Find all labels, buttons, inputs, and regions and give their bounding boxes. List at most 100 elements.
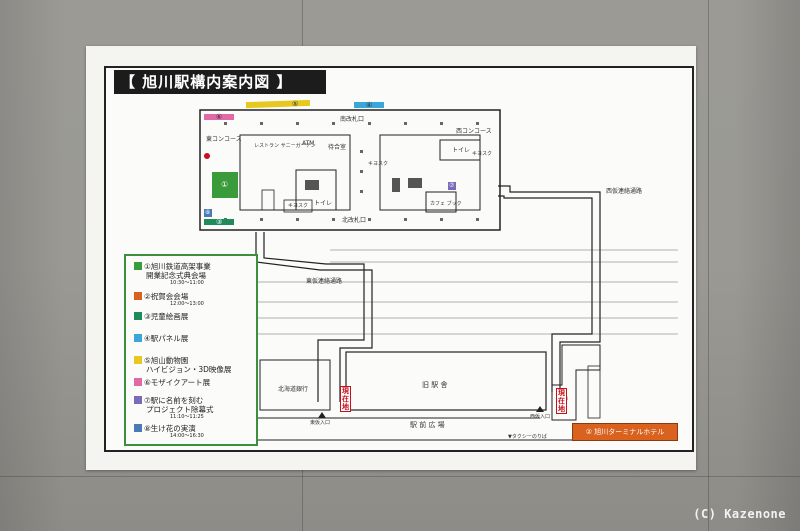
legend-label: ⑤旭山動物園: [144, 356, 189, 365]
east-passage-path: [255, 232, 373, 402]
escalator: [408, 178, 422, 188]
you-are-here-marker-1: 現在地: [340, 386, 351, 412]
label-waiting: 待合室: [328, 144, 347, 151]
legend-swatch: [134, 424, 142, 432]
marker-3: ③: [216, 218, 223, 226]
exhibit-area-8: [204, 209, 212, 217]
marker-5: ⑤: [292, 100, 299, 108]
label-station-plaza: 駅 前 広 場: [410, 421, 445, 429]
label-north-gate: 北改札口: [342, 217, 367, 224]
exhibit-area-6: [204, 114, 234, 120]
label-kiosk-1: キヨスク: [288, 203, 309, 209]
legend-label: ①旭川鉄道高架事業: [144, 262, 211, 271]
kiosk-room: [261, 189, 275, 211]
wall-seam-vertical-left: [302, 0, 303, 46]
legend-item: ④駅パネル展: [134, 334, 188, 343]
passages: [255, 185, 601, 402]
escalator: [305, 180, 319, 190]
legend-label: ⑥モザイクアート展: [144, 378, 211, 387]
legend-label: ②祝賀会会場: [144, 292, 189, 301]
legend-label-line2: ハイビジョン・3D映像展: [146, 365, 232, 374]
track-lines: [256, 249, 678, 335]
legend-swatch: [134, 378, 142, 386]
label-cafe: カフェ ブック: [430, 201, 462, 207]
marker-7: ⑦: [449, 182, 455, 189]
east-inner-room: [295, 169, 337, 211]
copyright-watermark: (C) Kazenone: [693, 507, 786, 521]
hokkaido-bank-building: [259, 359, 331, 411]
label-restaurant: レストラン サニーガーデン: [254, 143, 316, 149]
legend-label: ③児童絵画展: [144, 312, 189, 321]
legend-time: 10:30〜11:00: [170, 280, 204, 286]
legend-item: ②祝賀会会場 12:00〜13:00: [134, 292, 204, 308]
escalators: [305, 178, 422, 192]
label-taxi: ▼タクシーのりば: [508, 434, 547, 440]
legend-label: ⑧生け花の実演: [144, 424, 196, 433]
label-kiosk-2: キヨスク: [472, 151, 493, 157]
plaza-outline: [235, 417, 540, 440]
legend-swatch: [134, 334, 142, 342]
map-title: 【 旭川駅構内案内図 】: [114, 70, 326, 94]
pillars: [224, 122, 479, 221]
exhibit-area-1: [212, 172, 238, 198]
hotel-building: [551, 344, 601, 421]
legend-time: 12:00〜13:00: [170, 301, 204, 307]
wall-seam-vertical-bottom: [302, 470, 303, 531]
exhibit-area-4: [354, 102, 384, 108]
label-east-concourse: 東コンコース: [206, 136, 242, 143]
red-dot-marker: [204, 153, 210, 159]
label-kiosk-3: キヨスク: [368, 161, 389, 167]
kiosk-room-2: [283, 199, 313, 213]
legend-item: ⑥モザイクアート展: [134, 378, 210, 387]
legend-item: ⑤旭山動物園 ハイビジョン・3D映像展: [134, 356, 231, 374]
toilet-room: [439, 139, 481, 161]
label-hokkaido-bank: 北海道銀行: [278, 386, 309, 393]
label-toilet-1: トイレ: [314, 200, 333, 207]
legend-label-line2: プロジェクト除幕式: [146, 405, 214, 414]
legend-label-line2: 開業記念式典会場: [146, 271, 206, 280]
legend-label: ⑦駅に名前を刻む: [144, 396, 204, 405]
legend-swatch: [134, 356, 142, 364]
marker-6: ⑥: [216, 113, 223, 121]
label-west-concourse: 西コンコース: [456, 128, 492, 135]
legend-label: ④駅パネル展: [144, 334, 189, 343]
west-passage-path: [498, 185, 601, 402]
label-south-gate: 南改札口: [340, 116, 365, 123]
marker-1: ①: [221, 180, 229, 189]
legend-swatch: [134, 292, 142, 300]
old-station-building: [345, 351, 547, 411]
west-block: [379, 134, 481, 211]
legend-item: ⑧生け花の実演 14:00〜16:30: [134, 424, 204, 440]
legend-time: 11:10〜11:25: [170, 414, 204, 420]
label-toilet-2: トイレ: [452, 147, 471, 154]
exhibit-area-7: [448, 182, 456, 190]
label-old-station: 旧 駅 舎: [422, 381, 448, 389]
you-are-here-marker-2: 現在地: [556, 388, 567, 414]
legend-swatch: [134, 262, 142, 270]
hotel-label: ② 旭川ターミナルホテル: [572, 423, 678, 441]
legend-swatch: [134, 312, 142, 320]
exhibit-area-3: [204, 219, 234, 225]
label-west-passage: 西仮連絡通路: [606, 188, 643, 195]
hotel-wing: [587, 365, 601, 419]
legend-swatch: [134, 396, 142, 404]
marker-4: ④: [366, 101, 373, 109]
label-atm: ATM: [302, 140, 315, 147]
east-block: [239, 134, 351, 211]
legend-item: ①旭川鉄道高架事業 開業記念式典会場 10:30〜11:00: [134, 262, 211, 287]
label-east-entrance: 東仮入口: [310, 420, 331, 426]
wall-seam-vertical-right: [708, 0, 709, 531]
event-legend: ①旭川鉄道高架事業 開業記念式典会場 10:30〜11:00 ②祝賀会会場 12…: [124, 254, 258, 446]
marker-8: ⑧: [205, 209, 211, 216]
legend-item: ③児童絵画展: [134, 312, 188, 321]
label-west-entrance: 西仮入口: [530, 414, 551, 420]
wall-seam-horizontal: [0, 476, 800, 477]
label-east-passage: 東仮連絡通路: [306, 278, 343, 285]
legend-time: 14:00〜16:30: [170, 433, 204, 439]
cafe-room: [425, 191, 457, 213]
escalator: [392, 178, 400, 192]
station-building: [199, 109, 501, 231]
east-entrance-arrow: [318, 412, 326, 418]
legend-item: ⑦駅に名前を刻む プロジェクト除幕式 11:10〜11:25: [134, 396, 214, 421]
